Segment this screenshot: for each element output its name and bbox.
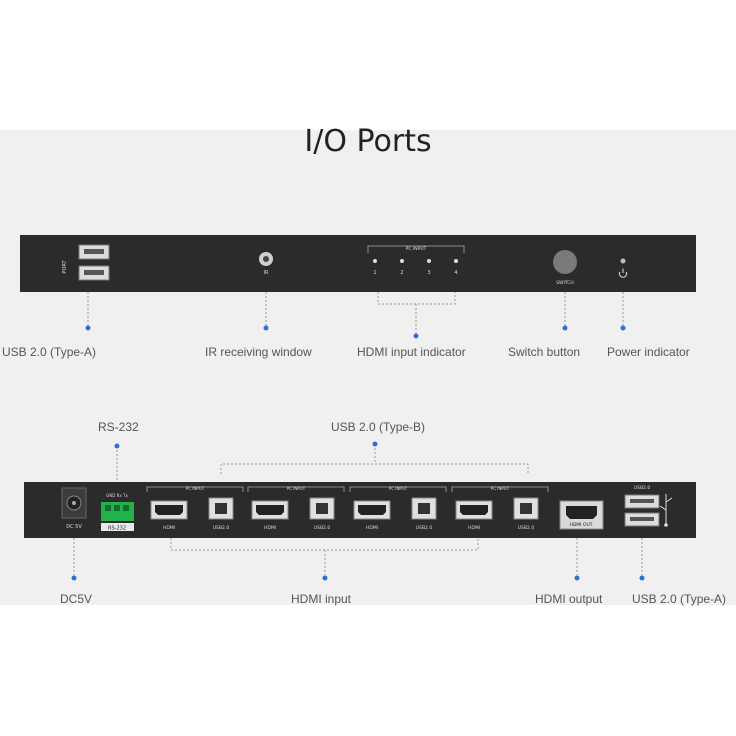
hdmi-port-mark: HDMI [468, 525, 480, 531]
label-hdmi-indicator: HDMI input indicator [357, 345, 466, 359]
label-ir-window: IR receiving window [205, 345, 312, 359]
power-indicator-icon [618, 258, 628, 278]
label-hdmi-output: HDMI output [535, 592, 603, 606]
indicator-number-2: 2 [400, 270, 403, 276]
dc-mark: DC 5V [66, 524, 82, 530]
label-power-indicator: Power indicator [607, 345, 690, 359]
hdmi-input-group-4: PC INPUT HDMI USB2.0 [451, 486, 549, 531]
label-dc5v: DC5V [60, 592, 93, 606]
hdmi-port-mark: HDMI [264, 525, 276, 531]
usb-port-mark: USB2.0 [314, 525, 331, 531]
hdmi-input-port [455, 500, 493, 520]
rear-leader-lines [73, 444, 643, 575]
indicator-number-3: 3 [427, 270, 430, 276]
usb-symbol-icon [659, 494, 673, 527]
group-header: PC INPUT [389, 486, 408, 491]
rear-usb-a-mark: USB2.0 [634, 485, 651, 491]
hdmi-indicator-group: PC INPUT 1 2 3 4 [367, 245, 465, 276]
hdmi-input-port [353, 500, 391, 520]
front-leader-dots [85, 325, 626, 339]
usb-type-b-port [411, 497, 437, 520]
ir-window-icon [259, 252, 273, 266]
hdmi-input-port [251, 500, 289, 520]
usb-port-mark: USB2.0 [518, 525, 535, 531]
front-leader-lines [87, 292, 624, 334]
group-header: PC INPUT [287, 486, 306, 491]
dc5v-jack [61, 487, 87, 519]
label-rs232: RS-232 [98, 420, 139, 434]
indicator-number-1: 1 [373, 270, 376, 276]
hdmi-out-mark: HDMI OUT [569, 522, 592, 528]
rear-usb-a-port [624, 494, 660, 527]
label-hdmi-input: HDMI input [291, 592, 352, 606]
page-title: I/O Ports [304, 124, 432, 159]
group-header: PC INPUT [491, 486, 510, 491]
indicator-number-4: 4 [454, 270, 457, 276]
hdmi-input-group-2: PC INPUT HDMI USB2.0 [247, 486, 345, 531]
switch-button-icon [553, 250, 577, 274]
label-front-usb-a: USB 2.0 (Type-A) [2, 345, 97, 359]
usb-type-b-port [309, 497, 335, 520]
rear-leader-dots [71, 441, 645, 581]
label-switch-button: Switch button [508, 345, 581, 359]
indicator-led-1 [373, 259, 377, 263]
usb-type-b-port [208, 497, 234, 520]
front-usb-a-port [78, 244, 110, 281]
usb-port-mark: USB2.0 [213, 525, 230, 531]
rs232-plate [101, 523, 134, 531]
hdmi-input-port [150, 500, 188, 520]
hdmi-port-mark: HDMI [366, 525, 378, 531]
hdmi-input-group-1: PC INPUT HDMI USB2.0 [146, 486, 244, 531]
indicator-led-4 [454, 259, 458, 263]
hdmi-input-group-3: PC INPUT HDMI USB2.0 [349, 486, 447, 531]
indicator-header: PC INPUT [406, 246, 427, 252]
rs-mark: RS-232 [108, 526, 126, 532]
hdmi-output-port [559, 500, 604, 530]
group-header: PC INPUT [186, 486, 205, 491]
front-usb-mark: PORT [62, 260, 68, 274]
label-rear-usb-a: USB 2.0 (Type-A) [632, 592, 727, 606]
rs232-terminal [101, 502, 134, 521]
usb-type-b-port [513, 497, 539, 520]
switch-mark: SWITCH [556, 280, 574, 286]
rs-pins-mark: GND Rx Tx [106, 493, 128, 498]
label-usb-type-b: USB 2.0 (Type-B) [331, 420, 426, 434]
hdmi-port-mark: HDMI [163, 525, 175, 531]
front-panel [20, 235, 696, 292]
ir-mark: IR [264, 270, 269, 276]
usb-port-mark: USB2.0 [416, 525, 433, 531]
indicator-led-3 [427, 259, 431, 263]
indicator-led-2 [400, 259, 404, 263]
